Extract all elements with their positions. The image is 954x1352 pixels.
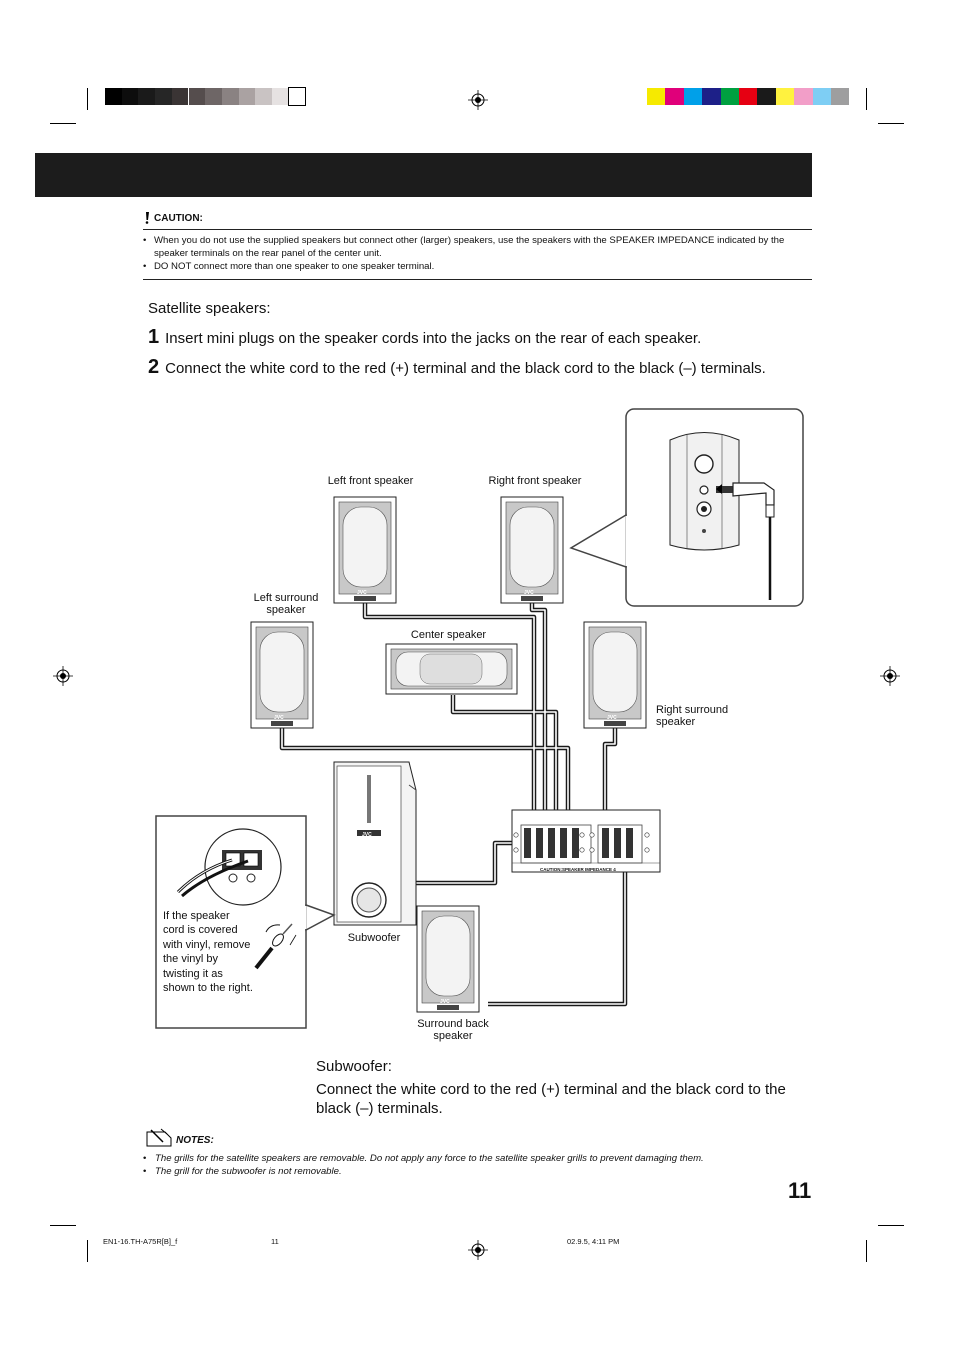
color-swatch	[287, 87, 307, 106]
label-center: Center speaker	[410, 629, 487, 641]
speaker-rear-panel	[669, 432, 775, 600]
color-swatch	[272, 88, 289, 105]
color-swatch	[205, 88, 222, 105]
step-1: 1 Insert mini plugs on the speaker cords …	[148, 326, 701, 349]
caution-icon	[145, 212, 149, 224]
caution-heading: CAUTION:	[154, 213, 203, 224]
color-swatch	[171, 88, 189, 105]
step-2: 2 Connect the white cord to the red (+) t…	[148, 356, 766, 379]
color-swatch	[739, 88, 758, 105]
footer-timestamp: 02.9.5, 4:11 PM	[567, 1237, 620, 1246]
color-swatch	[665, 88, 684, 105]
vinyl-tip-text: If the speaker cord is covered with viny…	[163, 910, 253, 995]
subwoofer-unit	[333, 761, 417, 926]
color-swatch	[105, 88, 122, 105]
step-text: Connect the white cord to the red (+) te…	[165, 360, 766, 377]
color-swatch	[702, 88, 721, 105]
label-surround-back: Surround back speaker	[417, 1018, 489, 1042]
brand-logo: JVC	[607, 715, 617, 721]
color-swatch	[647, 88, 666, 105]
note-item: The grill for the subwoofer is not remov…	[143, 1165, 823, 1178]
label-subwoofer: Subwoofer	[347, 932, 401, 944]
color-swatch	[812, 88, 831, 105]
color-swatch	[794, 88, 813, 105]
notes-list: The grills for the satellite speakers ar…	[143, 1152, 823, 1178]
caution-item: When you do not use the supplied speaker…	[143, 234, 813, 260]
step-text: Insert mini plugs on the speaker cords i…	[165, 330, 702, 347]
label-left-surround: Left surround speaker	[253, 592, 319, 616]
registration-mark-icon	[468, 1240, 488, 1260]
brand-logo: JVC	[362, 832, 372, 838]
registration-mark-icon	[53, 666, 73, 686]
color-swatch	[683, 88, 703, 105]
note-item: The grills for the satellite speakers ar…	[143, 1152, 823, 1165]
color-swatch	[121, 88, 139, 105]
section-title-bar	[35, 153, 812, 197]
crop-mark	[878, 1225, 904, 1226]
subwoofer-heading: Subwoofer:	[316, 1058, 392, 1075]
notes-icon	[146, 1128, 172, 1147]
color-swatch	[255, 88, 272, 105]
caution-item: DO NOT connect more than one speaker to …	[143, 260, 813, 273]
color-swatch	[155, 88, 172, 105]
registration-mark-icon	[468, 90, 488, 110]
crop-mark	[878, 123, 904, 124]
rear-terminal-panel	[511, 809, 661, 873]
crop-mark	[866, 1240, 867, 1262]
color-swatch	[775, 88, 795, 105]
step-number: 1	[148, 326, 160, 348]
terminal-closeup	[176, 828, 282, 906]
satellite-heading: Satellite speakers:	[148, 300, 271, 317]
brand-logo: JVC	[357, 590, 367, 596]
crop-mark	[50, 123, 76, 124]
color-swatch	[831, 88, 850, 105]
crop-mark	[866, 88, 867, 110]
footer-page: 11	[271, 1237, 279, 1246]
registration-mark-icon	[880, 666, 900, 686]
notes-heading: NOTES:	[176, 1135, 214, 1146]
color-swatch	[221, 88, 239, 105]
crop-mark	[87, 88, 88, 110]
brand-logo: JVC	[524, 590, 534, 596]
subwoofer-text: Connect the white cord to the red (+) te…	[316, 1081, 786, 1117]
color-swatch	[138, 88, 156, 105]
wire-twist-illustration	[254, 923, 297, 970]
page-number: 11	[788, 1178, 812, 1203]
color-swatch	[238, 88, 256, 105]
color-swatch	[720, 88, 739, 105]
caution-list: When you do not use the supplied speaker…	[143, 234, 813, 273]
color-swatch	[757, 88, 776, 105]
label-left-front: Left front speaker	[327, 475, 414, 487]
center-speaker	[385, 643, 518, 695]
panel-caution-label: CAUTION:SPEAKER IMPEDANCE 4	[540, 867, 616, 872]
brand-logo: JVC	[440, 999, 450, 1005]
label-right-surround: Right surround speaker	[656, 704, 729, 728]
caution-rule-top	[143, 229, 812, 230]
tip-inset-box	[155, 815, 307, 1029]
caution-rule-bottom	[143, 279, 812, 280]
label-right-front: Right front speaker	[488, 475, 582, 487]
crop-mark	[87, 1240, 88, 1262]
footer-file-name: EN1-16.TH-A75R[B]_f	[103, 1237, 178, 1246]
step-number: 2	[148, 356, 160, 378]
brand-logo: JVC	[274, 715, 284, 721]
color-swatch	[188, 88, 206, 105]
crop-mark	[50, 1225, 76, 1226]
